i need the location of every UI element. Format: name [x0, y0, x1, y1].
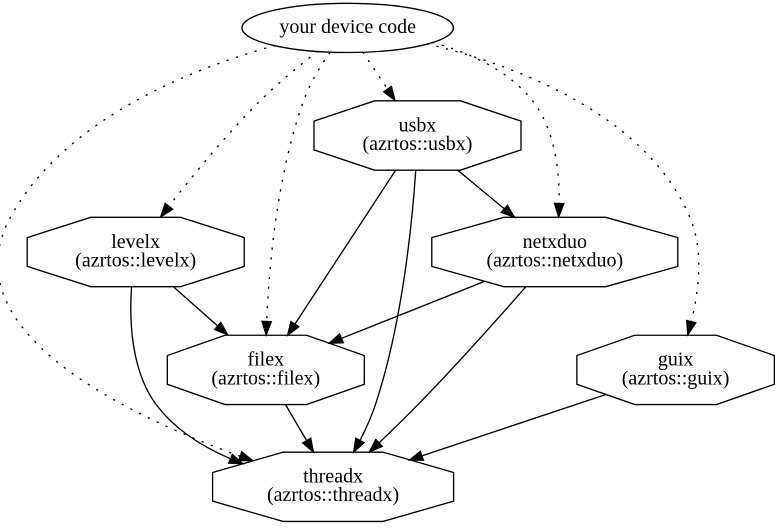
svg-text:(azrtos::levelx): (azrtos::levelx): [75, 249, 196, 271]
svg-text:filex: filex: [247, 349, 284, 371]
svg-text:netxduo: netxduo: [523, 231, 587, 253]
svg-text:your device code: your device code: [279, 16, 416, 38]
svg-text:usbx: usbx: [399, 114, 437, 136]
svg-text:guix: guix: [658, 349, 694, 371]
svg-text:levelx: levelx: [111, 231, 160, 253]
svg-text:(azrtos::threadx): (azrtos::threadx): [267, 484, 399, 506]
svg-text:(azrtos::guix): (azrtos::guix): [622, 367, 730, 389]
svg-text:(azrtos::usbx): (azrtos::usbx): [363, 133, 473, 155]
svg-text:(azrtos::filex): (azrtos::filex): [211, 367, 320, 389]
svg-text:threadx: threadx: [303, 466, 363, 488]
svg-text:(azrtos::netxduo): (azrtos::netxduo): [486, 249, 623, 271]
